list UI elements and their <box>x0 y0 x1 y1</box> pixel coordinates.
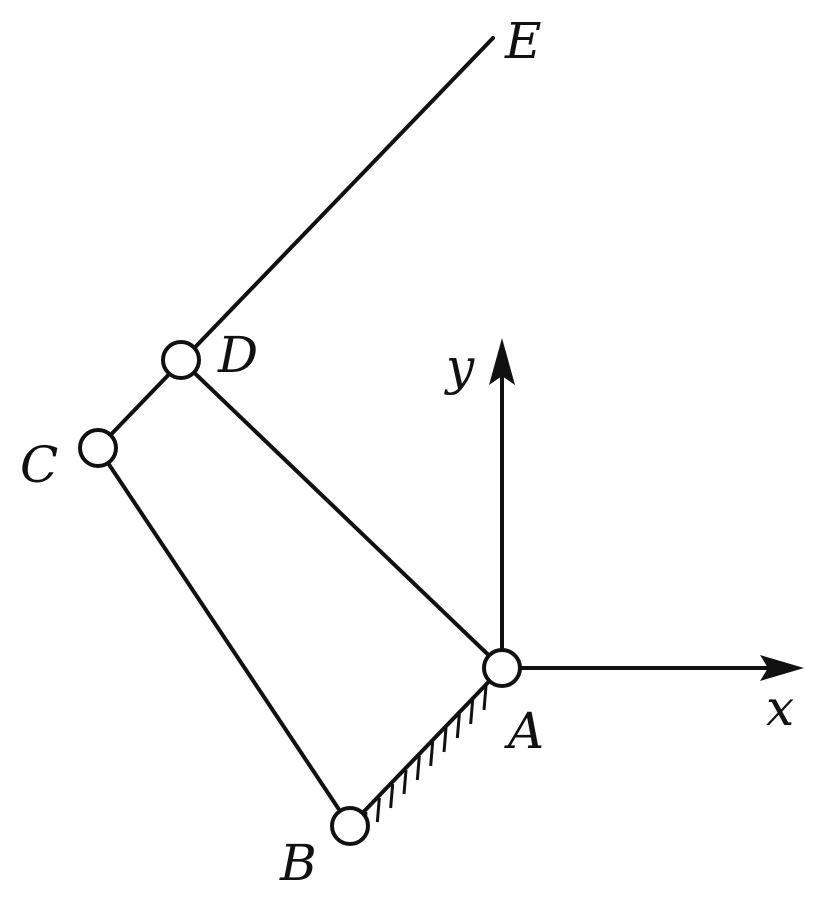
hatch-mark <box>429 741 435 767</box>
ground-hatching <box>362 685 488 837</box>
joint-b <box>330 806 370 846</box>
label-x: x <box>766 679 794 737</box>
hatch-mark <box>469 699 475 725</box>
hatch-mark <box>375 797 381 823</box>
label-a: A <box>504 702 544 760</box>
hatch-mark <box>389 783 395 809</box>
label-e: E <box>504 12 542 70</box>
label-y: y <box>444 338 475 396</box>
label-b: B <box>279 834 317 892</box>
x-axis-arrowhead <box>760 655 804 681</box>
link-ce <box>96 36 495 450</box>
label-c: C <box>20 436 58 494</box>
link-ad <box>179 358 504 670</box>
joint-c <box>78 428 118 468</box>
y-axis-arrowhead <box>489 338 515 385</box>
ground-link-ab <box>348 666 504 828</box>
hatch-mark <box>455 713 461 739</box>
hatch-mark <box>482 685 488 711</box>
joint-a <box>482 648 522 688</box>
hatch-mark <box>415 755 421 781</box>
link-bc <box>96 446 352 828</box>
hatch-mark <box>402 769 408 795</box>
hatch-mark <box>442 727 448 753</box>
label-d: D <box>217 326 258 384</box>
joint-d <box>161 340 201 380</box>
